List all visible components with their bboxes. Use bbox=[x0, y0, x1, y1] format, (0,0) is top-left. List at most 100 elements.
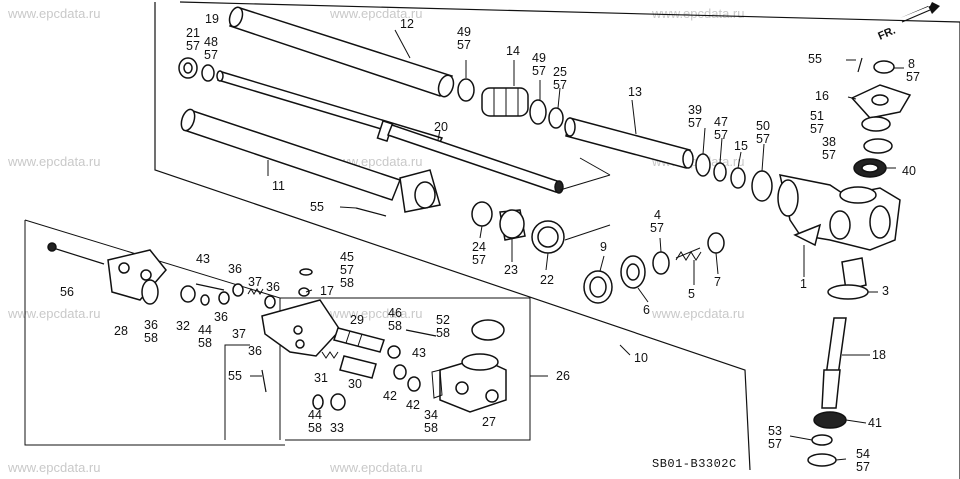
part-callout-36: 36 bbox=[214, 310, 228, 324]
cylinder-11 bbox=[180, 108, 564, 213]
part-callout-40: 40 bbox=[902, 164, 916, 178]
watermark: www.epcdata.ru bbox=[8, 306, 101, 321]
frame-lines bbox=[24, 1, 960, 479]
spool-29 bbox=[333, 327, 385, 353]
part-callout-30: 30 bbox=[348, 377, 362, 391]
watermark: www.epcdata.ru bbox=[330, 6, 423, 21]
part-callout-44: 44 bbox=[308, 408, 322, 422]
watermark: www.epcdata.ru bbox=[8, 6, 101, 21]
part-callout-58: 58 bbox=[340, 276, 354, 290]
part-callout-56: 56 bbox=[60, 285, 74, 299]
watermark: www.epcdata.ru bbox=[652, 306, 745, 321]
gasket-52 bbox=[471, 319, 505, 341]
part-callout-57: 57 bbox=[714, 128, 728, 142]
part-callout-57: 57 bbox=[186, 39, 200, 53]
piston-14 bbox=[481, 87, 529, 117]
part-callout-13: 13 bbox=[628, 85, 642, 99]
diagram-code: SB01-B3302C bbox=[652, 457, 737, 471]
front-direction-label: FR. bbox=[876, 25, 897, 43]
bearing-41 bbox=[813, 411, 847, 429]
part-callout-57: 57 bbox=[822, 148, 836, 162]
ring-36c bbox=[264, 295, 276, 309]
part-callout-4: 4 bbox=[654, 208, 661, 222]
ring-39 bbox=[695, 153, 711, 177]
valve-body-27 bbox=[439, 353, 507, 413]
spring-22 bbox=[531, 220, 565, 254]
part-callout-57: 57 bbox=[340, 263, 354, 277]
part-callout-15: 15 bbox=[734, 139, 748, 153]
seal-51 bbox=[861, 116, 891, 132]
part-callout-39: 39 bbox=[688, 103, 702, 117]
part-callout-9: 9 bbox=[600, 240, 607, 254]
part-callout-41: 41 bbox=[868, 416, 882, 430]
part-callout-33: 33 bbox=[330, 421, 344, 435]
part-callout-29: 29 bbox=[350, 313, 364, 327]
bolt-55b bbox=[857, 57, 863, 73]
part-callout-10: 10 bbox=[634, 351, 648, 365]
part-callout-25: 25 bbox=[553, 65, 567, 79]
seal-25 bbox=[548, 107, 564, 129]
part-callout-37: 37 bbox=[248, 275, 262, 289]
o-ring-4 bbox=[652, 251, 670, 275]
part-callout-17: 17 bbox=[320, 284, 334, 298]
watermark: www.epcdata.ru bbox=[8, 154, 101, 169]
part-callout-28: 28 bbox=[114, 324, 128, 338]
part-callout-48: 48 bbox=[204, 35, 218, 49]
watermark: www.epcdata.ru bbox=[8, 460, 101, 475]
watermark: www.epcdata.ru bbox=[652, 6, 745, 21]
bolt-55a bbox=[355, 207, 387, 217]
part-callout-43: 43 bbox=[412, 346, 426, 360]
part-callout-52: 52 bbox=[436, 313, 450, 327]
bearing-15 bbox=[730, 167, 746, 189]
plug-17 bbox=[298, 287, 310, 297]
part-callout-36: 36 bbox=[144, 318, 158, 332]
bushing-23 bbox=[499, 209, 526, 241]
plug-32 bbox=[180, 285, 196, 303]
part-callout-36: 36 bbox=[266, 280, 280, 294]
part-callout-57: 57 bbox=[810, 122, 824, 136]
nut-8 bbox=[873, 60, 895, 74]
bolt-56 bbox=[49, 246, 105, 265]
gear-housing-1 bbox=[777, 174, 901, 251]
part-callout-51: 51 bbox=[810, 109, 824, 123]
part-callout-18: 18 bbox=[872, 348, 886, 362]
pin-43b bbox=[405, 329, 437, 337]
o-ring-44 bbox=[200, 294, 210, 306]
part-callout-36: 36 bbox=[248, 344, 262, 358]
part-callout-19: 19 bbox=[205, 12, 219, 26]
part-callout-57: 57 bbox=[856, 460, 870, 474]
ring-47 bbox=[713, 162, 727, 182]
part-callout-58: 58 bbox=[144, 331, 158, 345]
part-callout-23: 23 bbox=[504, 263, 518, 277]
part-callout-5: 5 bbox=[688, 287, 695, 301]
part-callout-46: 46 bbox=[388, 306, 402, 320]
spring-37 bbox=[247, 288, 264, 295]
part-callout-58: 58 bbox=[198, 336, 212, 350]
part-callout-24: 24 bbox=[472, 240, 486, 254]
part-callout-57: 57 bbox=[756, 132, 770, 146]
part-callout-55: 55 bbox=[310, 200, 324, 214]
part-callout-22: 22 bbox=[540, 273, 554, 287]
part-callout-16: 16 bbox=[815, 89, 829, 103]
part-callout-21: 21 bbox=[186, 26, 200, 40]
part-callout-14: 14 bbox=[506, 44, 520, 58]
part-callout-57: 57 bbox=[457, 38, 471, 52]
part-callout-42: 42 bbox=[383, 389, 397, 403]
part-callout-27: 27 bbox=[482, 415, 496, 429]
part-callout-57: 57 bbox=[906, 70, 920, 84]
o-ring-49b bbox=[529, 99, 547, 125]
o-ring-38 bbox=[863, 138, 893, 154]
part-callout-58: 58 bbox=[424, 421, 438, 435]
part-callout-34: 34 bbox=[424, 408, 438, 422]
nut-9 bbox=[583, 270, 613, 304]
part-callout-45: 45 bbox=[340, 250, 354, 264]
leader-lines bbox=[250, 29, 904, 461]
plunger-30 bbox=[339, 355, 377, 379]
part-callout-37: 37 bbox=[232, 327, 246, 341]
pinion-3 bbox=[827, 257, 869, 300]
plug-42b bbox=[407, 376, 421, 392]
part-callout-54: 54 bbox=[856, 447, 870, 461]
part-callout-50: 50 bbox=[756, 119, 770, 133]
